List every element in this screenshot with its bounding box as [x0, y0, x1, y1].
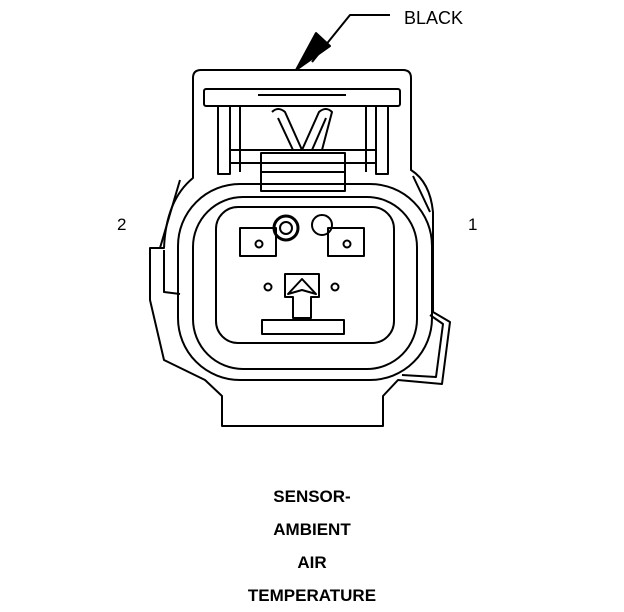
- title-line: TEMPERATURE: [247, 586, 377, 605]
- housing-left-step: [163, 250, 181, 295]
- pin-label-2: 2: [117, 215, 127, 234]
- latch-release-tab: [260, 152, 346, 192]
- locator-ring-right: [311, 214, 333, 236]
- title-line: AMBIENT: [273, 520, 351, 539]
- housing-inner-edge: [401, 314, 444, 378]
- wire-color-label: BLACK: [404, 8, 464, 28]
- terminal-face: [215, 206, 395, 344]
- latch-post-right: [375, 105, 389, 175]
- bottom-slot: [261, 319, 345, 335]
- housing-corner-flare: [159, 175, 431, 249]
- alignment-dot-left: [263, 282, 273, 292]
- inner-seal-ring: [192, 196, 418, 370]
- connector-housing-outline: [149, 69, 451, 427]
- polarizing-key: [284, 273, 320, 319]
- alignment-dot-right: [330, 282, 340, 292]
- latch-post-left: [217, 105, 231, 175]
- pin-cavity-2: [239, 227, 277, 257]
- callout-arrow: [295, 14, 390, 71]
- latch-bar: [203, 88, 401, 107]
- latch-assembly: [203, 88, 401, 192]
- title-line: AIR: [297, 553, 327, 572]
- title-line: SENSOR-: [273, 487, 351, 506]
- component-title: SENSOR- AMBIENT AIR TEMPERATURE: [0, 480, 624, 612]
- pin-label-1: 1: [468, 215, 478, 234]
- latch-tongue: [271, 108, 333, 151]
- pin-cavity-1: [327, 227, 365, 257]
- locator-ring-left: [272, 214, 300, 242]
- inner-seal-outer: [177, 183, 433, 381]
